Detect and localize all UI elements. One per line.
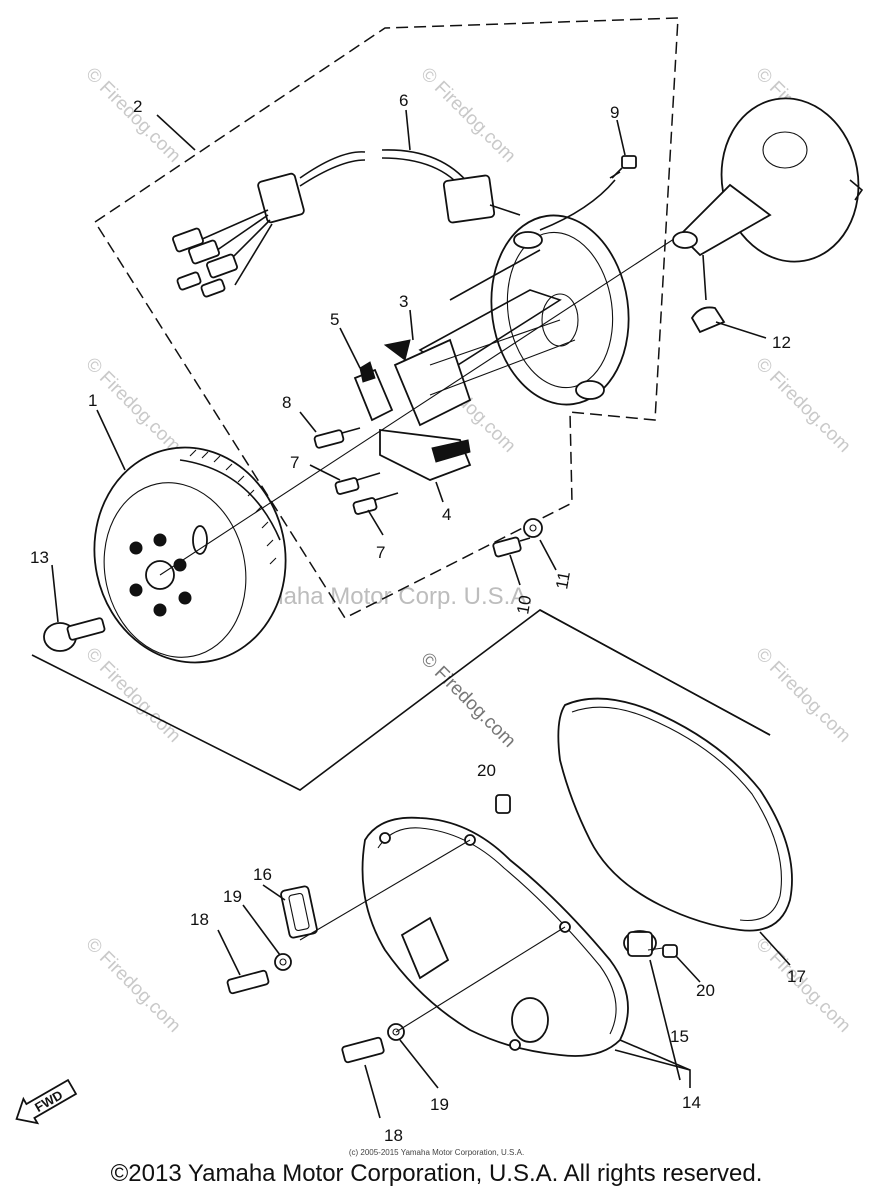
callout-7b: 7 bbox=[376, 543, 385, 562]
callout-17: 17 bbox=[787, 967, 806, 986]
callout-2: 2 bbox=[133, 97, 142, 116]
washer-11 bbox=[523, 518, 543, 538]
copyright-notice: ©2013 Yamaha Motor Corporation, U.S.A. A… bbox=[110, 1160, 763, 1187]
callout-10: 10 bbox=[513, 594, 535, 616]
callout-12: 12 bbox=[772, 333, 791, 352]
callout-5: 5 bbox=[330, 310, 339, 329]
bolt-8 bbox=[313, 427, 361, 449]
leader-lines bbox=[51, 109, 791, 1119]
assembly-lines bbox=[299, 839, 664, 1033]
gasket-reference-line bbox=[539, 609, 771, 736]
flywheel-bolt-13 bbox=[43, 617, 106, 652]
woodruff-key-12 bbox=[690, 254, 726, 334]
stator-base-plate bbox=[418, 171, 630, 406]
callout-15: 15 bbox=[670, 1027, 689, 1046]
crankcase-cover-14 bbox=[361, 816, 629, 1057]
callout-18a: 18 bbox=[190, 910, 209, 929]
rotor-shaft bbox=[672, 97, 864, 263]
callout-3: 3 bbox=[399, 292, 408, 311]
callout-20b: 20 bbox=[696, 981, 715, 1000]
grommet-16 bbox=[280, 885, 318, 939]
callout-19b: 19 bbox=[430, 1095, 449, 1114]
watermark-bottom-left: © Firedog.com bbox=[81, 934, 184, 1037]
callout-11: 11 bbox=[552, 570, 574, 591]
callout-19a: 19 bbox=[223, 887, 242, 906]
wire-harness bbox=[172, 149, 521, 298]
callout-7a: 7 bbox=[290, 453, 299, 472]
dowel-20-lower bbox=[662, 944, 678, 958]
watermark-top-center: © Firedog.com bbox=[416, 64, 519, 167]
callout-labels: 1 2 3 4 5 6 7 7 8 9 10 11 12 13 14 15 16… bbox=[30, 91, 806, 1145]
oil-seal-15 bbox=[623, 930, 657, 957]
flywheel-axis-line bbox=[159, 234, 681, 576]
callout-6: 6 bbox=[399, 91, 408, 110]
dowel-20-upper bbox=[495, 794, 511, 814]
callout-20a: 20 bbox=[477, 761, 496, 780]
fwd-arrow-icon: FWD bbox=[15, 1078, 78, 1125]
callout-9: 9 bbox=[610, 103, 619, 122]
watermark-low-right: © Firedog.com bbox=[751, 644, 854, 747]
callout-1: 1 bbox=[88, 391, 97, 410]
bolt-10 bbox=[492, 536, 531, 558]
gasket-17 bbox=[557, 697, 793, 932]
watermark-mid-right: © Firedog.com bbox=[751, 354, 854, 457]
coil-assembly bbox=[353, 319, 576, 481]
callout-16: 16 bbox=[253, 865, 272, 884]
washer-19-upper bbox=[274, 953, 292, 971]
gasket-inner bbox=[571, 706, 783, 922]
callout-14: 14 bbox=[682, 1093, 701, 1112]
bolt-7-upper bbox=[334, 472, 381, 495]
watermark-yamaha: Yamaha Motor Corp. U.S.A. bbox=[236, 583, 533, 610]
callout-13: 13 bbox=[30, 548, 49, 567]
callout-8: 8 bbox=[282, 393, 291, 412]
stator-assembly-outline bbox=[93, 17, 679, 619]
small-copyright-notice: (c) 2005-2015 Yamaha Motor Corporation, … bbox=[348, 1148, 525, 1157]
bolt-7-lower bbox=[352, 492, 399, 515]
callout-18b: 18 bbox=[384, 1126, 403, 1145]
bolt-18-lower bbox=[341, 1036, 385, 1064]
bolt-18-upper bbox=[226, 969, 270, 995]
callout-4: 4 bbox=[442, 505, 451, 524]
screw-9 bbox=[611, 155, 637, 179]
